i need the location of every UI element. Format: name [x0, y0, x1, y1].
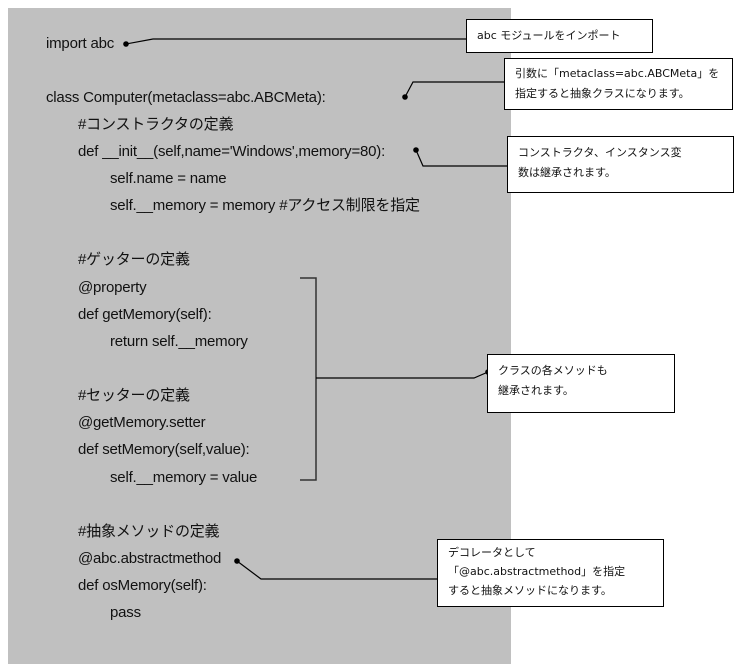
callout-import: abc モジュールをインポート [466, 19, 653, 53]
callout-import-text: abc モジュールをインポート [477, 29, 621, 42]
code-line-pass: pass [110, 604, 141, 621]
code-line-comment-abstract: #抽象メソッドの定義 [78, 523, 220, 540]
code-line-assign-value: self.__memory = value [110, 469, 258, 486]
code-line-comment-constructor: #コンストラクタの定義 [78, 116, 234, 133]
callout-abstract-line-1: デコレータとして [448, 546, 536, 559]
callout-methods: クラスの各メソッドも 継承されます。 [487, 354, 675, 413]
code-line-self-memory: self.__memory = memory #アクセス制限を指定 [110, 197, 420, 214]
callout-metaclass: 引数に「metaclass=abc.ABCMeta」を 指定すると抽象クラスにな… [504, 58, 733, 110]
callout-constructor: コンストラクタ、インスタンス変 数は継承されます。 [507, 136, 734, 193]
callout-metaclass-line-2: 指定すると抽象クラスになります。 [515, 87, 690, 100]
code-line-import: import abc [46, 35, 115, 52]
callout-methods-line-1: クラスの各メソッドも [498, 364, 608, 377]
callout-methods-line-2: 継承されます。 [498, 384, 574, 397]
code-line-property: @property [78, 279, 147, 296]
code-line-abstractmethod: @abc.abstractmethod [78, 550, 222, 567]
code-line-def-init: def __init__(self,name='Windows',memory=… [78, 143, 386, 160]
code-line-def-osmemory: def osMemory(self): [78, 577, 207, 594]
callout-abstract-line-2: 「@abc.abstractmethod」を指定 [448, 565, 626, 578]
code-line-setter-decorator: @getMemory.setter [78, 414, 206, 431]
code-panel [8, 8, 511, 664]
callout-metaclass-line-1: 引数に「metaclass=abc.ABCMeta」を [515, 67, 720, 80]
callout-abstract-line-3: すると抽象メソッドになります。 [448, 584, 612, 597]
callout-constructor-line-1: コンストラクタ、インスタンス変 [518, 146, 682, 159]
callout-constructor-line-2: 数は継承されます。 [518, 166, 616, 179]
code-line-def-setmemory: def setMemory(self,value): [78, 441, 250, 458]
code-line-return: return self.__memory [110, 333, 248, 350]
code-line-def-getmemory: def getMemory(self): [78, 306, 212, 323]
code-line-class: class Computer(metaclass=abc.ABCMeta): [46, 89, 326, 106]
callout-abstract: デコレータとして 「@abc.abstractmethod」を指定 すると抽象メ… [437, 539, 664, 607]
code-line-comment-setter: #セッターの定義 [78, 387, 190, 404]
code-line-comment-getter: #ゲッターの定義 [78, 251, 190, 268]
code-line-self-name: self.name = name [110, 170, 227, 187]
